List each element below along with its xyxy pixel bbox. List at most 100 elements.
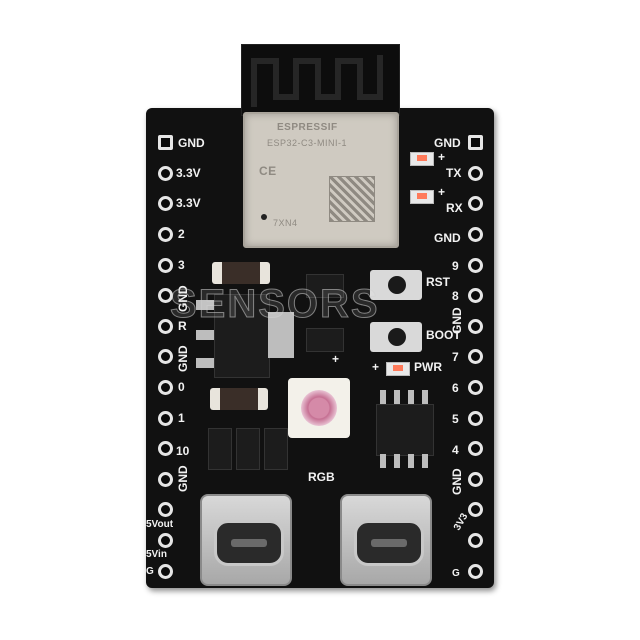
- chip-pin: [408, 454, 414, 468]
- antenna-area: [241, 44, 400, 116]
- pin-r7: [468, 319, 483, 334]
- right-label-gnd-d: GND: [450, 468, 464, 495]
- transistor-2: [236, 428, 260, 470]
- pin-r9: [468, 380, 483, 395]
- right-label-rx: RX: [446, 201, 463, 215]
- left-label-3v3-b: 3.3V: [176, 196, 201, 210]
- right-label-g: G: [452, 568, 460, 579]
- pin-r14: [468, 533, 483, 548]
- small-component-2: [306, 328, 344, 352]
- right-label-9: 9: [452, 259, 459, 273]
- usb-c-port-right[interactable]: [340, 494, 432, 586]
- resistor-1: [212, 262, 270, 284]
- left-label-5vin: 5Vin: [146, 549, 167, 560]
- esp32-module: ESPRESSIF ESP32-C3-MINI-1 CE 7XN4: [243, 112, 399, 248]
- usb-c-port-left[interactable]: [200, 494, 292, 586]
- pin-l8: [158, 349, 173, 364]
- module-brand: ESPRESSIF: [277, 122, 338, 133]
- pin-r1: [468, 135, 483, 150]
- chip-pin: [408, 390, 414, 404]
- pin-l10: [158, 411, 173, 426]
- pin-l1: [158, 135, 173, 150]
- pin-r4: [468, 227, 483, 242]
- pin-r3: [468, 196, 483, 211]
- pin-l3: [158, 196, 173, 211]
- tx-plus: +: [438, 150, 446, 164]
- antenna-trace-icon: [251, 55, 383, 107]
- left-label-g: G: [146, 566, 154, 577]
- chip-pin: [394, 454, 400, 468]
- pin-r5: [468, 258, 483, 273]
- chip-pin: [380, 390, 386, 404]
- chip-pin: [380, 454, 386, 468]
- module-model: ESP32-C3-MINI-1: [267, 138, 348, 148]
- rx-led: [410, 190, 434, 204]
- chip-pin: [422, 454, 428, 468]
- regulator-tab: [268, 312, 294, 358]
- right-label-8: 8: [452, 289, 459, 303]
- rgb-led: [288, 378, 350, 438]
- left-label-5vout: 5Vout: [146, 519, 174, 530]
- rst-label: RST: [426, 275, 450, 289]
- pin-l12: [158, 472, 173, 487]
- transistor-3: [264, 428, 288, 470]
- right-label-gnd-b: GND: [434, 231, 461, 245]
- rgb-label: RGB: [308, 470, 335, 484]
- left-label-0: 0: [178, 380, 185, 394]
- rst-button[interactable]: [370, 270, 422, 300]
- voltage-regulator: [214, 294, 270, 378]
- transistor-1: [208, 428, 232, 470]
- reg-pin-3: [196, 358, 214, 368]
- small-component-1: [306, 274, 344, 298]
- pin-r2: [468, 166, 483, 181]
- pin-r11: [468, 441, 483, 456]
- left-label-3: 3: [178, 258, 185, 272]
- pin-l7: [158, 319, 173, 334]
- pwr-led: [386, 362, 410, 376]
- pwr-plus: +: [372, 360, 380, 374]
- pin-r12: [468, 472, 483, 487]
- pin-l5: [158, 258, 173, 273]
- left-label-3v3: 3.3V: [176, 166, 201, 180]
- left-label-r: R: [178, 319, 187, 333]
- pin-l4: [158, 227, 173, 242]
- pin-r13: [468, 502, 483, 517]
- right-label-4: 4: [452, 443, 459, 457]
- resistor-2: [210, 388, 268, 410]
- usb-serial-chip: [376, 404, 434, 456]
- left-label-gnd-d: GND: [176, 465, 190, 492]
- boot-button[interactable]: [370, 322, 422, 352]
- module-marking: CE: [259, 164, 277, 178]
- right-label-5: 5: [452, 412, 459, 426]
- right-label-gnd: GND: [434, 136, 461, 150]
- pin-l11: [158, 441, 173, 456]
- left-label-gnd: GND: [178, 136, 205, 150]
- qr-code-icon: [329, 176, 375, 222]
- left-label-gnd-c: GND: [176, 345, 190, 372]
- chip-pin: [422, 390, 428, 404]
- left-label-2: 2: [178, 227, 185, 241]
- module-code: 7XN4: [273, 218, 298, 228]
- chip-pin: [394, 390, 400, 404]
- reg-pin-2: [196, 330, 214, 340]
- pin-l6: [158, 288, 173, 303]
- pin-r15: [468, 564, 483, 579]
- rx-plus: +: [438, 185, 446, 199]
- pin-l9: [158, 380, 173, 395]
- rgb-plus: +: [332, 352, 340, 366]
- right-label-7: 7: [452, 350, 459, 364]
- pin-l13: [158, 502, 173, 517]
- pin-r6: [468, 288, 483, 303]
- pin-l2: [158, 166, 173, 181]
- pin-r10: [468, 411, 483, 426]
- pin-r8: [468, 349, 483, 364]
- tx-led: [410, 152, 434, 166]
- right-label-6: 6: [452, 381, 459, 395]
- left-label-1: 1: [178, 411, 185, 425]
- pin-l14: [158, 533, 173, 548]
- right-label-tx: TX: [446, 166, 462, 180]
- boot-label: BOOT: [426, 328, 461, 342]
- reg-pin-1: [196, 300, 214, 310]
- left-label-10: 10: [176, 444, 190, 458]
- pwr-label: PWR: [414, 360, 442, 374]
